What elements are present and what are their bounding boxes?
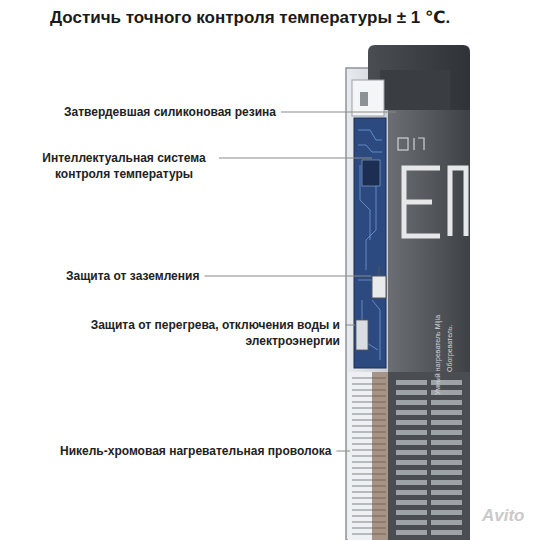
- device-print: Умный нагреватель Mijia: [434, 315, 442, 395]
- heater-body: [388, 110, 470, 375]
- device-print: Обогреватель.: [446, 324, 454, 372]
- coil-core: [372, 372, 388, 540]
- callout-label: Затвердевшая силиконовая резина: [64, 104, 276, 120]
- title: Достичь точного контроля температуры ± 1…: [50, 7, 450, 29]
- leader-line: [345, 325, 355, 326]
- chip: [362, 160, 380, 186]
- thermal-fuse: [356, 320, 368, 350]
- ground-protection-part: [372, 276, 386, 298]
- top-icon: [398, 138, 424, 150]
- callout-label: Защита от перегрева, отключения воды и э…: [90, 317, 340, 349]
- cap-band: [380, 70, 450, 110]
- silicone-rubber: [352, 80, 384, 116]
- logo-mark: [404, 168, 466, 236]
- leader-line: [281, 112, 396, 113]
- callout-label: Интеллектуальная система контроля темпер…: [34, 150, 214, 182]
- leader-line: [204, 276, 371, 277]
- cable-entry: [360, 92, 368, 106]
- glass-tube: [346, 68, 390, 540]
- leader-line: [219, 158, 372, 159]
- leader-line: [336, 451, 350, 452]
- circuit-board: [354, 118, 386, 368]
- vent-guard: [388, 372, 470, 540]
- heating-zone: [348, 372, 388, 540]
- watermark: Avito: [482, 508, 525, 524]
- callout-label: Защита от заземления: [66, 268, 199, 284]
- callout-label: Никель-хромовая нагревательная проволока: [60, 443, 331, 459]
